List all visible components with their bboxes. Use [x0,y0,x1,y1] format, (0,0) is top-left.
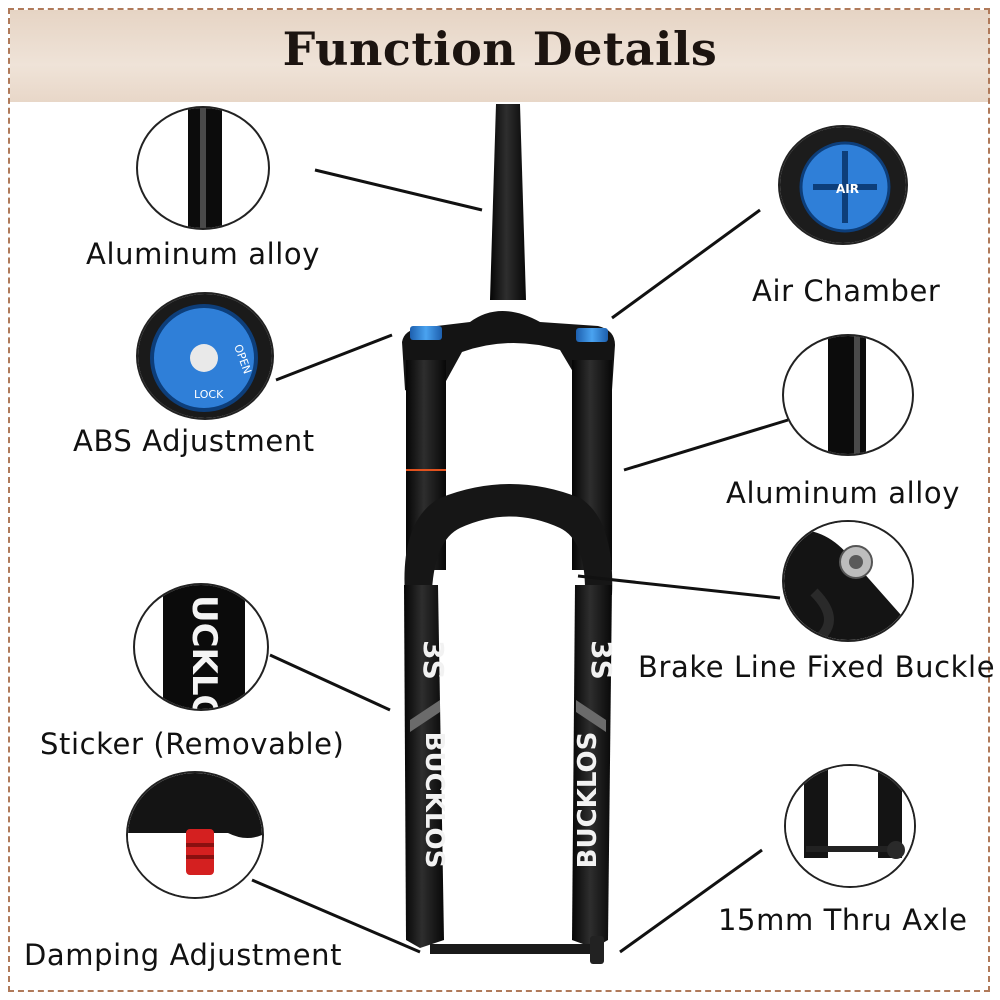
left-brand-mark: BUCKLOS [419,732,449,869]
steerer-tube [490,104,526,300]
right-brand-mark: BUCKLOS [573,732,603,869]
air-cap-text: AIR [836,182,859,196]
brake-line-buckle-circle [782,520,914,642]
left-model-mark: 3S [417,640,450,680]
dashed-frame [8,8,990,992]
thru-axle [430,944,600,954]
abs-adjustment-circle: OPEN LOCK [136,292,274,420]
air-chamber-label: Air Chamber [752,274,941,308]
brake-line-buckle-label: Brake Line Fixed Buckle [638,650,996,684]
damping-adjustment-label: Damping Adjustment [24,938,343,972]
air-chamber-circle: AIR [778,125,908,245]
aluminum-alloy-right-circle [782,334,914,456]
right-blue-cap [576,328,608,342]
page-title: Function Details [282,22,718,76]
aluminum-alloy-left-label: Aluminum alloy [86,237,320,271]
thru-axle-circle [784,764,916,888]
left-lower-leg [404,585,444,948]
aluminum-alloy-right-label: Aluminum alloy [726,476,960,510]
header-band [10,10,990,102]
sticker-circle: UCKLO’ [133,583,269,711]
right-model-mark: 3S [585,640,618,680]
damping-adjustment-circle [126,771,264,899]
abs-adjustment-label: ABS Adjustment [73,424,315,458]
aluminum-alloy-left-circle [136,106,270,230]
sticker-logo-text: UCKLO’ [184,595,224,711]
left-blue-cap [410,326,442,340]
right-lower-leg [572,585,612,948]
sticker-label: Sticker (Removable) [40,727,345,761]
abs-lock-text: LOCK [194,388,224,401]
fork-arch [404,484,613,595]
fork-crown [402,311,615,395]
thru-axle-label: 15mm Thru Axle [718,903,968,937]
